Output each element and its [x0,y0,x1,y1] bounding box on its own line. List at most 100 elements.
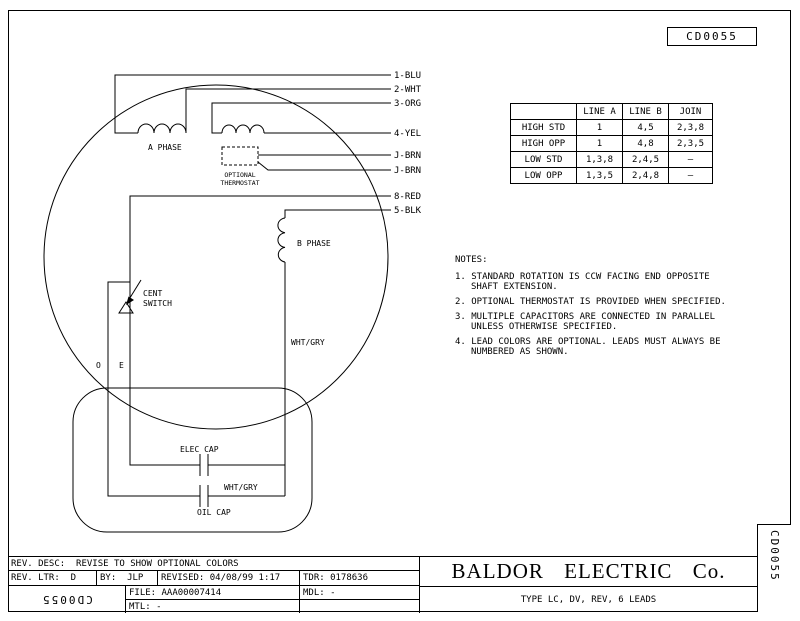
rev-desc-cell: REV. DESC: REVISE TO SHOW OPTIONAL COLOR… [8,557,420,571]
header-join: JOIN [668,103,713,120]
lead-label-3: 3-ORG [394,99,421,109]
mode-cell: HIGH OPP [510,135,577,152]
motor-outline-circle [43,84,389,430]
table-row: HIGH STD 1 4,5 2,3,8 [510,119,713,136]
lead-label-8: 8-RED [394,192,421,202]
elec-cap-label: ELEC CAP [180,445,219,454]
join-cell: – [668,167,713,184]
wire-oil-cap-branch [107,281,200,497]
wht-gry-wire-label: WHT/GRY [291,338,325,347]
table-row: LOW STD 1,3,8 2,4,5 – [510,151,713,168]
mode-cell: LOW OPP [510,167,577,184]
note-line: 3. MULTIPLE CAPACITORS ARE CONNECTED IN … [455,312,716,322]
sheet-border [8,10,791,612]
line-b-cell: 4,8 [622,135,669,152]
file-cell: FILE: AAA00007414 [126,586,300,600]
lead-label-4: 4-YEL [394,129,421,139]
side-code-strip: CD0055 [757,524,791,612]
cent-switch-arm [127,279,142,302]
line-a-cell: 1,3,5 [576,167,623,184]
mtl-text: MTL: - [129,601,162,612]
line-b-cell: 2,4,5 [622,151,669,168]
wire-lead-5-blk [284,209,391,218]
note-item: 4. LEAD COLORS ARE OPTIONAL. LEADS MUST … [455,337,726,357]
note-line: UNLESS OTHERWISE SPECIFIED. [471,322,618,332]
a-phase-label: A PHASE [148,143,182,152]
file-text: FILE: AAA00007414 [129,587,222,598]
capacitor-housing-outline [72,387,313,533]
notes-section: NOTES: 1. STANDARD ROTATION IS CCW FACIN… [455,255,726,362]
drawing-number: CD0055 [686,30,738,43]
lead-label-5: 5-BLK [394,206,422,216]
rev-ltr-cell: REV. LTR: D [8,571,97,586]
note-item: 2. OPTIONAL THERMOSTAT IS PROVIDED WHEN … [455,297,726,307]
type-line-text: TYPE LC, DV, REV, 6 LEADS [520,595,657,605]
by-cell: BY: JLP [97,571,158,586]
mode-cell: LOW STD [510,151,577,168]
line-a-cell: 1,3,8 [576,151,623,168]
a-phase-coil-2 [221,124,265,134]
company-name: BALDOR ELECTRIC Co. [451,559,726,583]
thermostat-label-line2: THERMOSTAT [220,179,259,187]
mtl-cell: MTL: - [126,600,300,613]
lead-label-j1: J-BRN [394,151,421,161]
join-cell: – [668,151,713,168]
line-a-cell: 1 [576,135,623,152]
a-phase-coil-1 [137,123,187,134]
connection-table: LINE A LINE B JOIN HIGH STD 1 4,5 2,3,8 … [510,103,713,184]
b-phase-label: B PHASE [297,239,331,248]
rev-ltr-text: REV. LTR: D [11,573,77,583]
table-row: HIGH OPP 1 4,8 2,3,5 [510,135,713,152]
blank-cell [300,600,420,613]
revised-cell: REVISED: 04/08/99 1:17 [158,571,300,586]
note-line: 4. LEAD COLORS ARE OPTIONAL. LEADS MUST … [455,337,721,347]
thermostat-label-line1: OPTIONAL [224,171,255,179]
table-row: LOW OPP 1,3,5 2,4,8 – [510,167,713,184]
tdr-text: TDR: 0178636 [303,573,369,583]
cent-switch-contact [118,301,134,314]
note-line: 2. OPTIONAL THERMOSTAT IS PROVIDED WHEN … [455,297,726,307]
optional-thermostat-box [221,146,259,166]
mdl-text: MDL: - [303,587,336,598]
table-header-row: LINE A LINE B JOIN [510,103,713,120]
tdr-cell: TDR: 0178636 [300,571,420,586]
b-phase-coil [277,217,286,263]
wire-lead-8-red [129,195,391,466]
note-line: SHAFT EXTENSION. [471,282,558,292]
corner-code-cell: CD0055 [8,586,126,613]
wire-lead-3-org [211,102,391,134]
line-a-cell: 1 [576,119,623,136]
terminal-e-label: E [119,361,124,370]
lead-label-1: 1-BLU [394,71,421,81]
header-line-a: LINE A [576,103,623,120]
type-line-cell: TYPE LC, DV, REV, 6 LEADS [420,587,757,613]
line-b-cell: 4,5 [622,119,669,136]
oil-cap-label: OIL CAP [197,508,231,517]
rev-desc-text: REV. DESC: REVISE TO SHOW OPTIONAL COLOR… [11,558,239,569]
note-item: 3. MULTIPLE CAPACITORS ARE CONNECTED IN … [455,312,726,332]
header-line-b: LINE B [622,103,669,120]
note-line: NUMBERED AS SHOWN. [471,347,569,357]
cent-switch-label-line2: SWITCH [143,299,172,308]
note-item: 1. STANDARD ROTATION IS CCW FACING END O… [455,272,726,292]
cent-switch-label-line1: CENT [143,289,162,298]
company-name-cell: BALDOR ELECTRIC Co. [420,557,757,587]
header-blank [510,103,577,120]
wire-lead-1-blu [114,74,391,134]
wire-lead-2-wht [185,88,391,133]
wiring-schematic: 1-BLU 2-WHT 3-ORG 4-YEL J-BRN J-BRN 8-RE… [43,71,422,533]
cent-switch-arrowhead [126,296,134,305]
side-code-text: CD0055 [768,530,781,582]
line-b-cell: 2,4,8 [622,167,669,184]
wht-gry-cap-label: WHT/GRY [224,483,258,492]
notes-heading: NOTES: [455,255,488,265]
wire-thermostat-j2 [257,161,391,171]
note-line: 1. STANDARD ROTATION IS CCW FACING END O… [455,272,710,282]
lead-label-2: 2-WHT [394,85,422,95]
join-cell: 2,3,5 [668,135,713,152]
corner-code-text: CD0055 [40,593,93,606]
terminal-o-label: O [96,361,101,370]
mdl-cell: MDL: - [300,586,420,600]
title-block: REV. DESC: REVISE TO SHOW OPTIONAL COLOR… [8,556,791,613]
